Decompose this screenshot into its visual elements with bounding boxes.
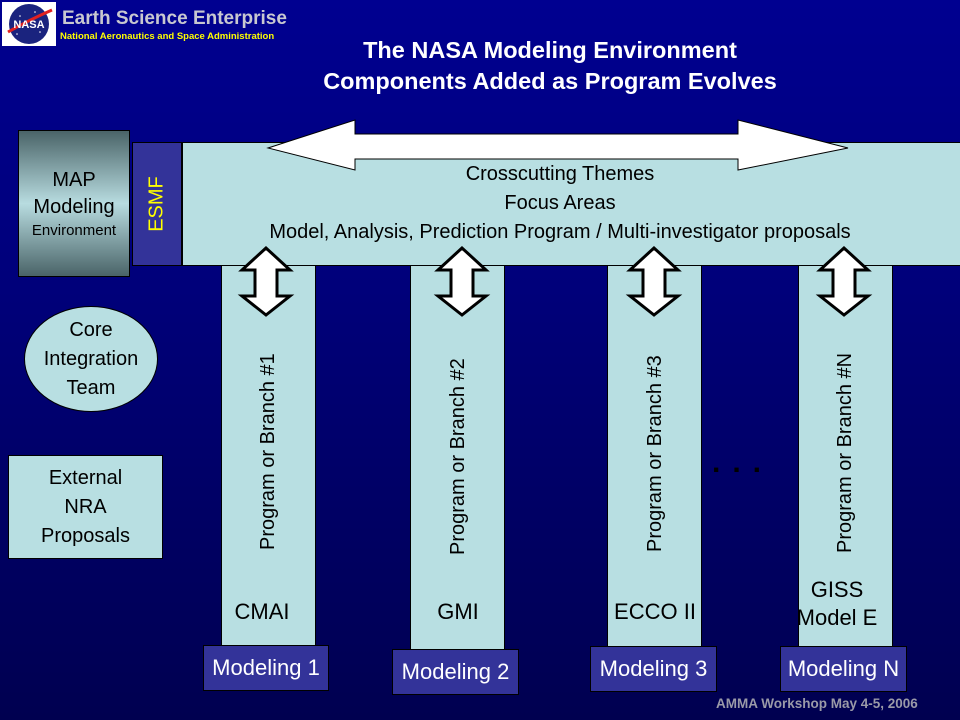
integration-label: Integration bbox=[43, 347, 139, 370]
org-subtitle: National Aeronautics and Space Administr… bbox=[60, 31, 275, 42]
branch-label-3: Program or Branch #3 bbox=[644, 355, 666, 552]
pillar-2 bbox=[410, 262, 505, 652]
modeling-box-3: Modeling 3 bbox=[590, 646, 717, 692]
vertical-arrow-3-icon bbox=[625, 245, 683, 317]
ellipsis-dots: ... bbox=[712, 446, 774, 479]
pillar-4 bbox=[798, 262, 893, 648]
footer-text: AMMA Workshop May 4-5, 2006 bbox=[716, 696, 918, 711]
external-nra-proposals-box: External NRA Proposals bbox=[8, 455, 163, 559]
branch-label-N: Program or Branch #N bbox=[834, 352, 856, 553]
proposals-label: Proposals bbox=[41, 524, 130, 547]
crosscutting-themes-label: Crosscutting Themes bbox=[465, 163, 655, 185]
modeling-box-1: Modeling 1 bbox=[203, 645, 329, 691]
map-label: MAP bbox=[52, 168, 96, 191]
logo-text: NASA bbox=[13, 19, 44, 31]
external-label: External bbox=[48, 466, 123, 489]
model-name-1: CMAI bbox=[234, 599, 290, 624]
nasa-meatball-icon: NASA bbox=[7, 4, 53, 44]
branch-label-1: Program or Branch #1 bbox=[257, 353, 279, 550]
model-name-4-line1: GISS bbox=[810, 577, 864, 602]
pillar-3 bbox=[607, 262, 702, 648]
slide-title-line2: Components Added as Program Evolves bbox=[323, 68, 777, 94]
vertical-arrow-4-icon bbox=[815, 245, 873, 317]
modeling-box-N: Modeling N bbox=[780, 646, 907, 692]
vertical-double-arrow-icons bbox=[237, 245, 873, 317]
focus-areas-label: Focus Areas bbox=[504, 192, 616, 214]
programs-label: Model, Analysis, Prediction Program / Mu… bbox=[269, 221, 851, 243]
modeling-label: Modeling bbox=[33, 195, 115, 218]
map-modeling-environment-box: MAP Modeling Environment bbox=[18, 130, 130, 277]
model-name-3: ECCO II bbox=[614, 599, 696, 624]
nra-label: NRA bbox=[64, 495, 107, 518]
branch-label-2: Program or Branch #2 bbox=[447, 358, 469, 555]
model-name-4: GISS Model E bbox=[795, 576, 879, 632]
environment-label: Environment bbox=[31, 221, 117, 239]
org-title: Earth Science Enterprise bbox=[62, 8, 287, 29]
team-label: Team bbox=[66, 376, 116, 399]
nasa-logo: NASA bbox=[2, 2, 56, 46]
modeling-box-2: Modeling 2 bbox=[392, 649, 519, 695]
vertical-arrow-2-icon bbox=[433, 245, 491, 317]
esmf-box: ESMF bbox=[132, 142, 182, 266]
model-name-2: GMI bbox=[437, 599, 479, 624]
vertical-arrow-1-icon bbox=[237, 245, 295, 317]
model-name-4-line2: Model E bbox=[796, 605, 878, 630]
slide-title-line1: The NASA Modeling Environment bbox=[363, 37, 737, 63]
horizontal-double-arrow-icon bbox=[266, 119, 849, 171]
core-integration-team-ellipse: Core Integration Team bbox=[24, 306, 158, 412]
core-label: Core bbox=[69, 318, 113, 341]
